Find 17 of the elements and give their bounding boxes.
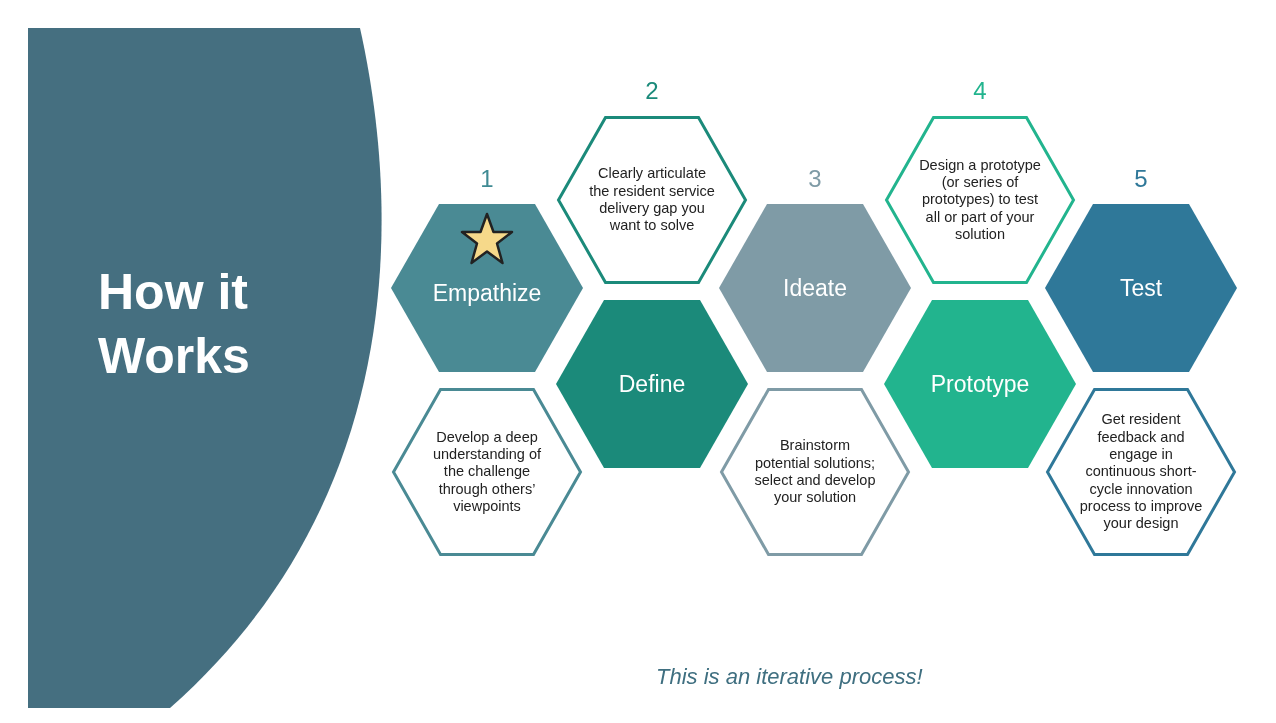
step-description: Design a prototype (or series of prototypes) to test all or part of your solution [918,156,1042,244]
caption: This is an iterative process! [656,664,923,690]
step-description: Get resident feedback and engage in continuous short-cycle innovation process to improve your design [1078,411,1204,533]
step-number: 2 [645,76,659,106]
step-number: 1 [480,164,494,194]
step-number: 5 [1134,164,1148,194]
step-description: Clearly articulate the resident service delivery gap you want to solve [588,165,716,235]
step-number: 4 [973,76,987,106]
step-description: Develop a deep understanding of the challenge through others’ viewpoints [432,428,542,516]
step-label: Define [618,370,686,398]
step-label: Prototype [930,370,1030,398]
step-description: Brainstorm potential solutions; select and develop your solution [753,437,877,507]
slide-title: How it Works [98,263,251,386]
step-label: Ideate [783,274,847,302]
step-label: Empathize [432,279,542,307]
step-number: 3 [808,164,822,194]
step-label: Test [1119,274,1163,302]
